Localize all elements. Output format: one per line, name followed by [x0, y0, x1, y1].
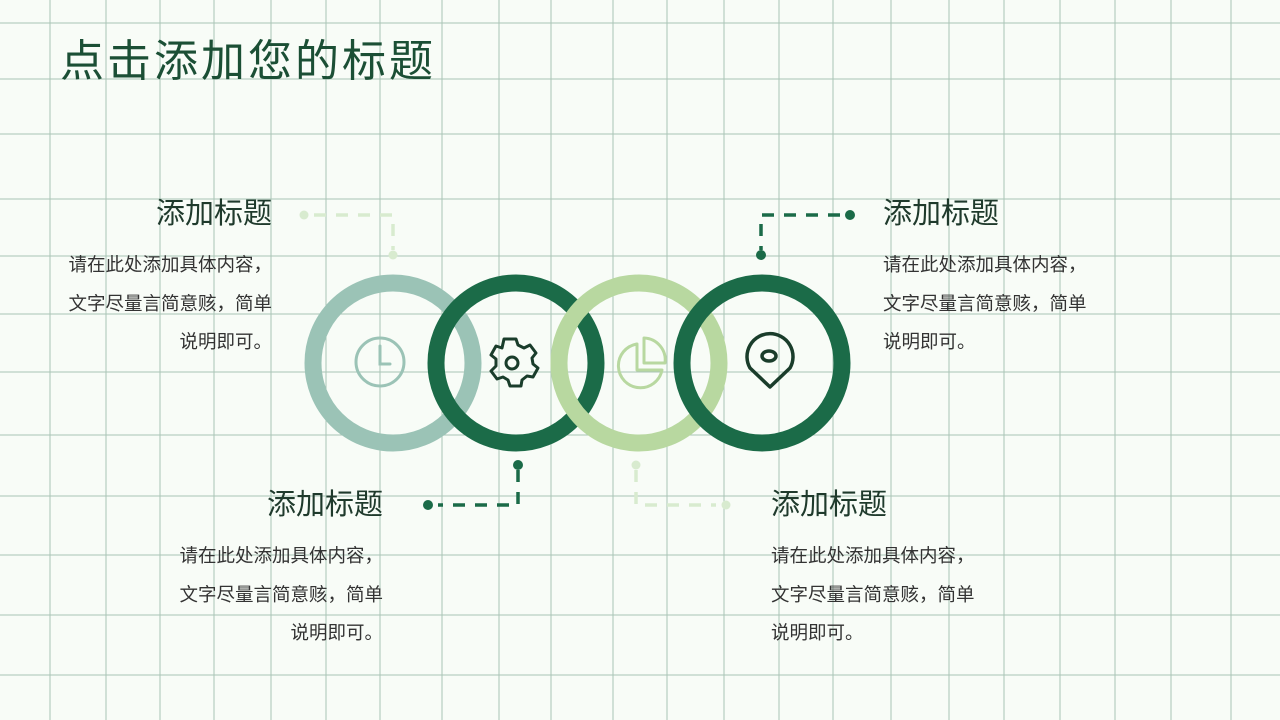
body-line: 文字尽量言简意赅，简单: [771, 584, 975, 606]
gear-icon: [489, 337, 540, 388]
connector-bottom-right: [631, 460, 731, 510]
block-body[interactable]: 请在此处添加具体内容， 文字尽量言简意赅，简单 说明即可。: [143, 538, 383, 654]
body-line: 说明即可。: [771, 623, 864, 644]
block-body[interactable]: 请在此处添加具体内容， 文字尽量言简意赅，简单 说明即可。: [883, 247, 1123, 363]
body-line: 文字尽量言简意赅，简单: [179, 584, 383, 606]
text-block-bottom-right: 添加标题 请在此处添加具体内容， 文字尽量言简意赅，简单 说明即可。: [771, 486, 1011, 654]
body-line: 请在此处添加具体内容，: [179, 546, 383, 567]
block-heading[interactable]: 添加标题: [155, 196, 272, 230]
connector-bottom-left: [423, 460, 523, 510]
clock-icon: [354, 336, 406, 388]
block-heading[interactable]: 添加标题: [883, 196, 1000, 230]
body-line: 说明即可。: [883, 332, 976, 353]
body-line: 文字尽量言简意赅，简单: [883, 293, 1087, 315]
connector-top-left: [299, 210, 398, 260]
body-line: 说明即可。: [179, 332, 272, 353]
page-title[interactable]: 点击添加您的标题: [60, 36, 436, 87]
block-heading[interactable]: 添加标题: [771, 487, 888, 521]
body-line: 请在此处添加具体内容，: [771, 546, 975, 567]
body-line: 请在此处添加具体内容，: [883, 255, 1087, 276]
ring-4[interactable]: [673, 274, 851, 452]
ring-3[interactable]: [550, 274, 728, 452]
text-block-top-right: 添加标题 请在此处添加具体内容， 文字尽量言简意赅，简单 说明即可。: [883, 195, 1123, 363]
body-line: 请在此处添加具体内容，: [68, 255, 272, 276]
block-body[interactable]: 请在此处添加具体内容， 文字尽量言简意赅，简单 说明即可。: [771, 538, 1011, 654]
body-line: 文字尽量言简意赅，简单: [68, 293, 272, 315]
body-line: 说明即可。: [290, 623, 383, 644]
ring-2[interactable]: [427, 274, 605, 452]
connector-top-right: [756, 210, 855, 260]
text-block-bottom-left: 添加标题 请在此处添加具体内容， 文字尽量言简意赅，简单 说明即可。: [143, 486, 383, 654]
ring-1[interactable]: [304, 274, 482, 452]
block-body[interactable]: 请在此处添加具体内容， 文字尽量言简意赅，简单 说明即可。: [32, 247, 272, 363]
text-block-top-left: 添加标题 请在此处添加具体内容， 文字尽量言简意赅，简单 说明即可。: [32, 195, 272, 363]
location-pin-icon: [745, 331, 795, 389]
block-heading[interactable]: 添加标题: [266, 487, 383, 521]
pie-chart-icon: [616, 336, 667, 390]
